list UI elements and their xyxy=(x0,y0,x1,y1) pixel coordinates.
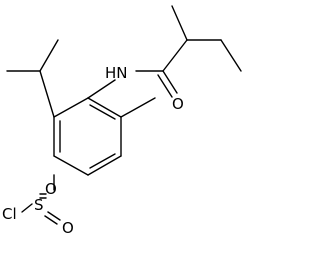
sulfonyl-chloride-group xyxy=(21,174,61,225)
methyl-bond xyxy=(120,97,156,118)
sulfur-right-oxygen-bond-b xyxy=(44,215,58,225)
sulfonyl-right-oxygen-label: O xyxy=(62,219,74,237)
sulfur-label: S xyxy=(34,196,44,214)
ring-double-bond-c1-c2 xyxy=(89,104,116,120)
ring-bond-c6-c1 xyxy=(53,97,89,118)
ring-double-bond-c3-c4 xyxy=(89,153,116,169)
chain-bond-branch-methyl xyxy=(171,5,188,41)
sulfonyl-upper-oxygen-label: O xyxy=(45,180,57,198)
molecule-structure: HN O S O O Cl xyxy=(2,5,242,237)
ring-to-nitrogen-bond xyxy=(87,79,116,99)
carbonyl-double-bond-a xyxy=(162,70,178,94)
isopropyl-group xyxy=(6,39,59,118)
amide-group xyxy=(87,70,178,99)
isopropyl-bond-ring xyxy=(39,70,55,118)
sulfur-chlorine-bond xyxy=(21,203,33,213)
ring-bond-c4-c5 xyxy=(53,155,89,176)
carbonyl-double-bond-b xyxy=(157,74,173,98)
isopropyl-bond-up xyxy=(39,39,59,72)
butanoyl-chain xyxy=(162,5,242,72)
carbonyl-oxygen-label: O xyxy=(172,95,184,113)
benzene-ring xyxy=(53,97,122,176)
ring-bond-c3-c4 xyxy=(87,155,122,176)
chain-bond-ethyl-2 xyxy=(220,39,242,72)
chlorine-label: Cl xyxy=(2,205,17,223)
chain-bond-alpha xyxy=(162,39,188,72)
ring-bond-c1-c2 xyxy=(87,97,122,118)
sulfur-right-oxygen-bond-a xyxy=(47,211,61,221)
nitrogen-label: HN xyxy=(105,64,128,82)
